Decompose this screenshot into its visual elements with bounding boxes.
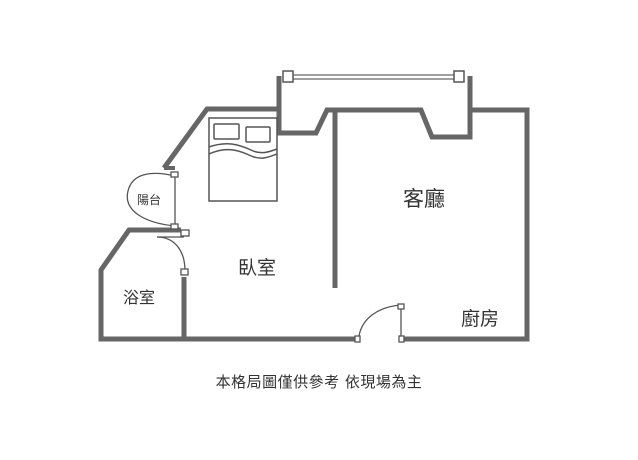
- room-label-bedroom: 臥室: [238, 257, 276, 279]
- entry-door-swing: [358, 304, 402, 337]
- wall-bottom: [98, 227, 357, 342]
- room-label-bathroom: 浴室: [123, 288, 155, 307]
- entry-door-jamb-left: [354, 335, 361, 343]
- disclaimer-note: 本格局圖僅供參考 依現場為主: [215, 373, 423, 391]
- blanket-fold-2: [208, 148, 278, 159]
- blanket-fold: [208, 142, 278, 154]
- bathroom-door-jamb-bottom: [180, 268, 189, 276]
- window: [282, 70, 465, 83]
- interior-walls: [181, 110, 338, 339]
- bathroom-door-swing: [156, 236, 186, 272]
- window-frame-left: [282, 70, 294, 83]
- entry-door-jamb-right: [398, 335, 405, 343]
- bed: [208, 117, 278, 202]
- bathroom-door-jamb: [180, 229, 190, 237]
- window-frame-right: [453, 70, 465, 83]
- entry-door: [354, 303, 405, 343]
- pillow-left: [213, 123, 240, 140]
- room-label-kitchen: 廚房: [461, 307, 499, 330]
- balcony-door-swing: [126, 172, 176, 227]
- wall-window-bay: [276, 76, 473, 110]
- walls: [98, 76, 530, 342]
- balcony-door-jamb-top: [170, 171, 179, 178]
- room-label-balcony: 陽台: [137, 192, 161, 207]
- balcony-door: [126, 171, 190, 276]
- pillow-right: [245, 126, 271, 143]
- entry-door-jamb-top: [397, 303, 405, 310]
- room-label-living: 客廳: [403, 187, 445, 211]
- balcony-door-jamb-bottom: [170, 223, 179, 230]
